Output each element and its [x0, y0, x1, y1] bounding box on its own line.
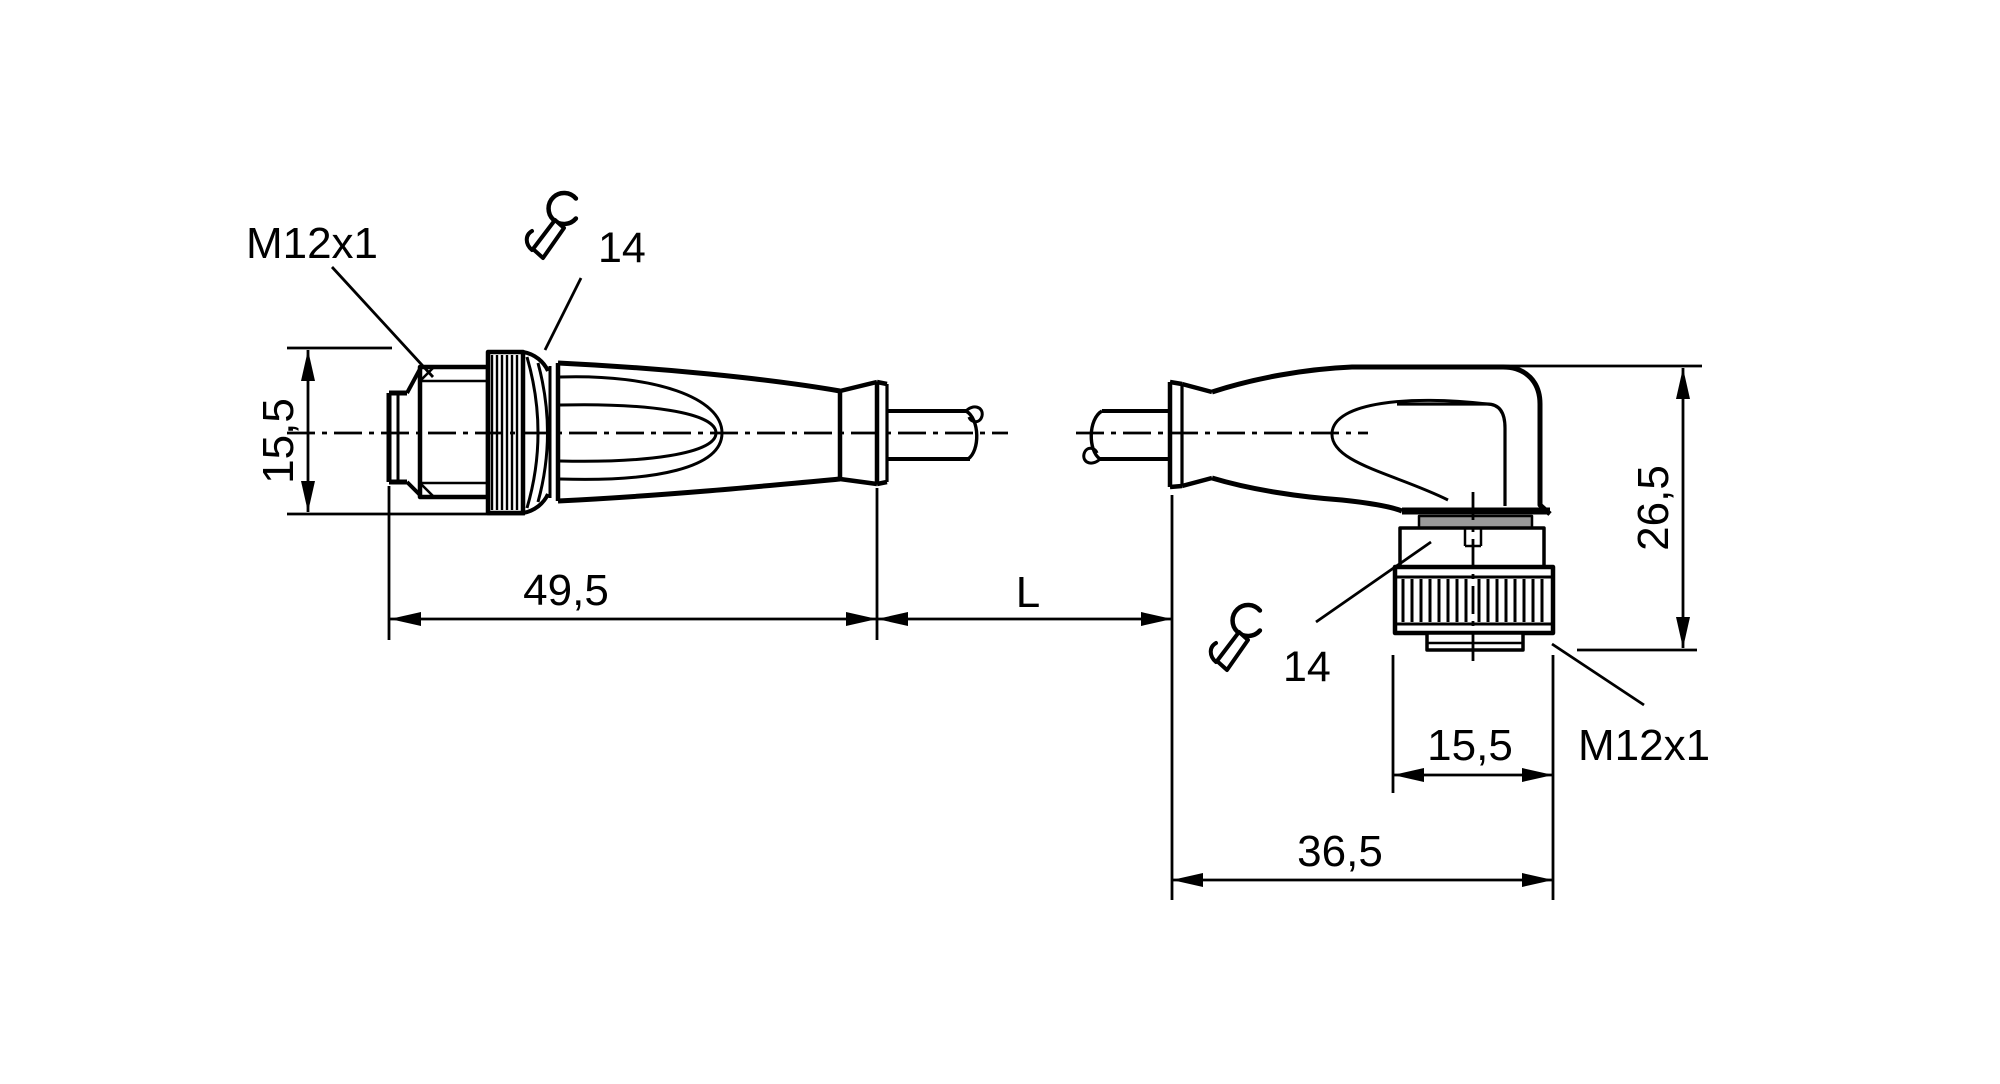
right-wrench-size-label: 14: [1283, 643, 1331, 691]
left-wrench-size-label: 14: [598, 224, 646, 272]
cable-length-label: L: [1016, 568, 1040, 617]
wrench-icon: [1208, 602, 1263, 672]
left-length-label: 49,5: [523, 566, 609, 615]
leader-right-thread: [1551, 642, 1645, 707]
dimension-left-diameter: [287, 346, 525, 516]
dimension-left-length: [387, 486, 879, 640]
left-connector-tip: [386, 368, 422, 497]
leader-left-wrench: [543, 277, 583, 351]
wrench-icon: [524, 190, 579, 260]
right-knurl-hatch: [1401, 579, 1544, 622]
dimension-right-nut-width: [1391, 655, 1555, 900]
dimension-right-height: [1503, 364, 1702, 652]
dimension-right-length: [1172, 873, 1553, 887]
right-height-label: 26,5: [1629, 465, 1678, 551]
nut-washer: [1417, 514, 1534, 530]
left-connector-knurl: [485, 349, 550, 516]
dimension-cable-length: [877, 495, 1174, 900]
left-cable: [887, 405, 984, 461]
right-thread-label: M12x1: [1578, 721, 1710, 770]
right-nut-width-label: 15,5: [1427, 721, 1513, 770]
right-connector-body: [1211, 364, 1552, 516]
right-connector-nut: [1392, 514, 1556, 652]
centerlines: [287, 431, 1475, 667]
left-diameter-label: 15,5: [254, 398, 303, 484]
right-connector-bell: [1167, 379, 1213, 490]
labels: M12x1 14 15,5 49,5 L 14 15,5 36,5 26,5 M…: [246, 219, 1710, 876]
leader-right-wrench: [1315, 540, 1432, 624]
socket-face: [1425, 631, 1525, 652]
left-connector-boot: [548, 360, 841, 504]
leader-lines: [330, 266, 1645, 707]
leader-left-thread: [330, 266, 435, 378]
right-cable: [1082, 409, 1170, 465]
right-length-label: 36,5: [1297, 827, 1383, 876]
left-knurl-hatch: [490, 355, 519, 510]
right-connector-drawing: [1082, 364, 1556, 652]
dimension-lines: [287, 346, 1702, 900]
left-thread-label: M12x1: [246, 219, 378, 268]
